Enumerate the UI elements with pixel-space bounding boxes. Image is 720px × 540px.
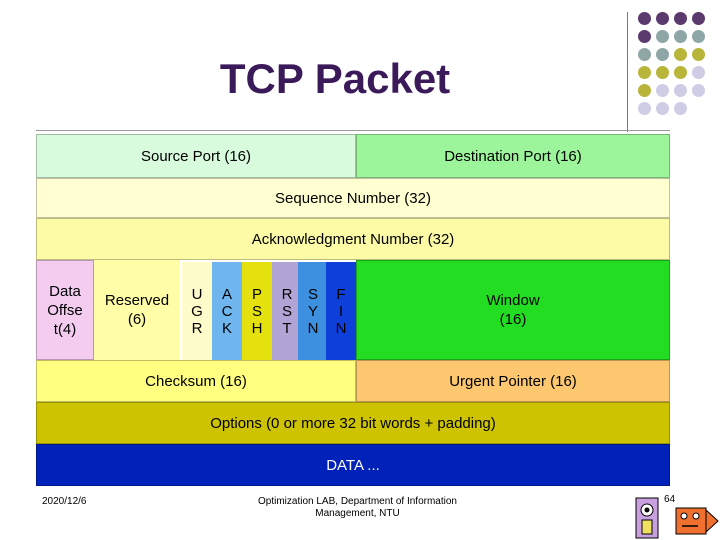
flag-fin: F I N (326, 262, 356, 360)
reserved-line-1: Reserved (104, 292, 170, 309)
flag-syn: S Y N (298, 262, 328, 360)
flag-fin-letter-1: F (336, 285, 346, 303)
flag-ack: A C K (212, 262, 242, 360)
flag-urg-letter-2: G (191, 302, 203, 320)
flag-rst-letter-2: S (281, 302, 292, 320)
decorative-dot (692, 66, 705, 79)
decorative-dot (656, 48, 669, 61)
decorative-dot (674, 84, 687, 97)
data-field: DATA ... (36, 444, 670, 486)
flag-ack-letter-1: A (221, 285, 232, 303)
flag-urg-letter-3: R (191, 319, 203, 337)
flag-fin-letter-3: N (335, 319, 347, 337)
window-line-2: (16) (499, 311, 527, 328)
flag-syn-letter-1: S (307, 285, 318, 303)
decorative-dot (674, 12, 687, 25)
acknowledgment-number-field: Acknowledgment Number (32) (36, 218, 670, 260)
footer-date: 2020/12/6 (42, 496, 87, 507)
window-line-1: Window (486, 292, 540, 309)
sequence-number-field: Sequence Number (32) (36, 178, 670, 218)
decorative-dot (674, 66, 687, 79)
flag-fin-letter-2: I (338, 302, 344, 320)
decorative-dot (692, 12, 705, 25)
options-field: Options (0 or more 32 bit words + paddin… (36, 402, 670, 444)
decorative-dot (638, 102, 651, 115)
flag-psh: P S H (242, 262, 272, 360)
decorative-dot (692, 48, 705, 61)
source-port-field: Source Port (16) (36, 134, 356, 178)
decorative-dot (656, 66, 669, 79)
data-offset-line-2: Offse (47, 301, 83, 319)
destination-port-label: Destination Port (16) (444, 147, 582, 165)
title-divider (36, 130, 670, 131)
decorative-dot (638, 84, 651, 97)
destination-port-field: Destination Port (16) (356, 134, 670, 178)
checksum-field: Checksum (16) (36, 360, 356, 402)
decorative-dot (638, 66, 651, 79)
decorative-dot (638, 12, 651, 25)
flag-rst-letter-1: R (281, 285, 293, 303)
reserved-line-2: (6) (127, 311, 147, 328)
flag-rst-letter-3: T (282, 319, 292, 337)
window-field: Window (16) (356, 260, 670, 360)
options-label: Options (0 or more 32 bit words + paddin… (210, 414, 496, 432)
mascot-icon (635, 497, 719, 539)
page-title: TCP Packet (219, 55, 451, 102)
urgent-pointer-label: Urgent Pointer (16) (449, 372, 577, 390)
decorative-dot (674, 30, 687, 43)
flag-syn-letter-3: N (307, 319, 319, 337)
data-offset-line-3: t(4) (53, 320, 77, 338)
checksum-label: Checksum (16) (145, 372, 247, 390)
decorative-dot (674, 102, 687, 115)
urgent-pointer-field: Urgent Pointer (16) (356, 360, 670, 402)
decorative-dot (656, 12, 669, 25)
flag-psh-letter-1: P (251, 285, 262, 303)
decorative-dot (656, 84, 669, 97)
sequence-number-label: Sequence Number (32) (275, 189, 431, 207)
data-offset-line-1: Data (49, 282, 81, 300)
data-label: DATA ... (326, 456, 380, 474)
decorative-dot (656, 30, 669, 43)
reserved-field: Reserved (6) (94, 260, 180, 360)
footer-page-number: 64 (664, 494, 676, 505)
flag-psh-letter-2: S (251, 302, 262, 320)
flag-psh-letter-3: H (251, 319, 263, 337)
flag-rst: R S T (272, 262, 302, 360)
decorative-dot (656, 102, 669, 115)
flag-urg-letter-1: U (191, 285, 203, 303)
decorative-dot (674, 48, 687, 61)
source-port-label: Source Port (16) (140, 147, 252, 165)
decorative-dot (692, 30, 705, 43)
acknowledgment-number-label: Acknowledgment Number (32) (251, 230, 455, 248)
flag-syn-letter-2: Y (307, 302, 318, 320)
data-offset-field: Data Offse t(4) (36, 260, 94, 360)
decorative-dot (692, 84, 705, 97)
flag-urg: U G R (182, 262, 212, 360)
footer-organization: Optimization LAB, Department of Informat… (258, 496, 457, 519)
decorative-vertical-line (627, 12, 628, 132)
decorative-dot (638, 30, 651, 43)
decorative-dot (638, 48, 651, 61)
flag-ack-letter-2: C (221, 302, 233, 320)
flag-ack-letter-3: K (221, 319, 232, 337)
